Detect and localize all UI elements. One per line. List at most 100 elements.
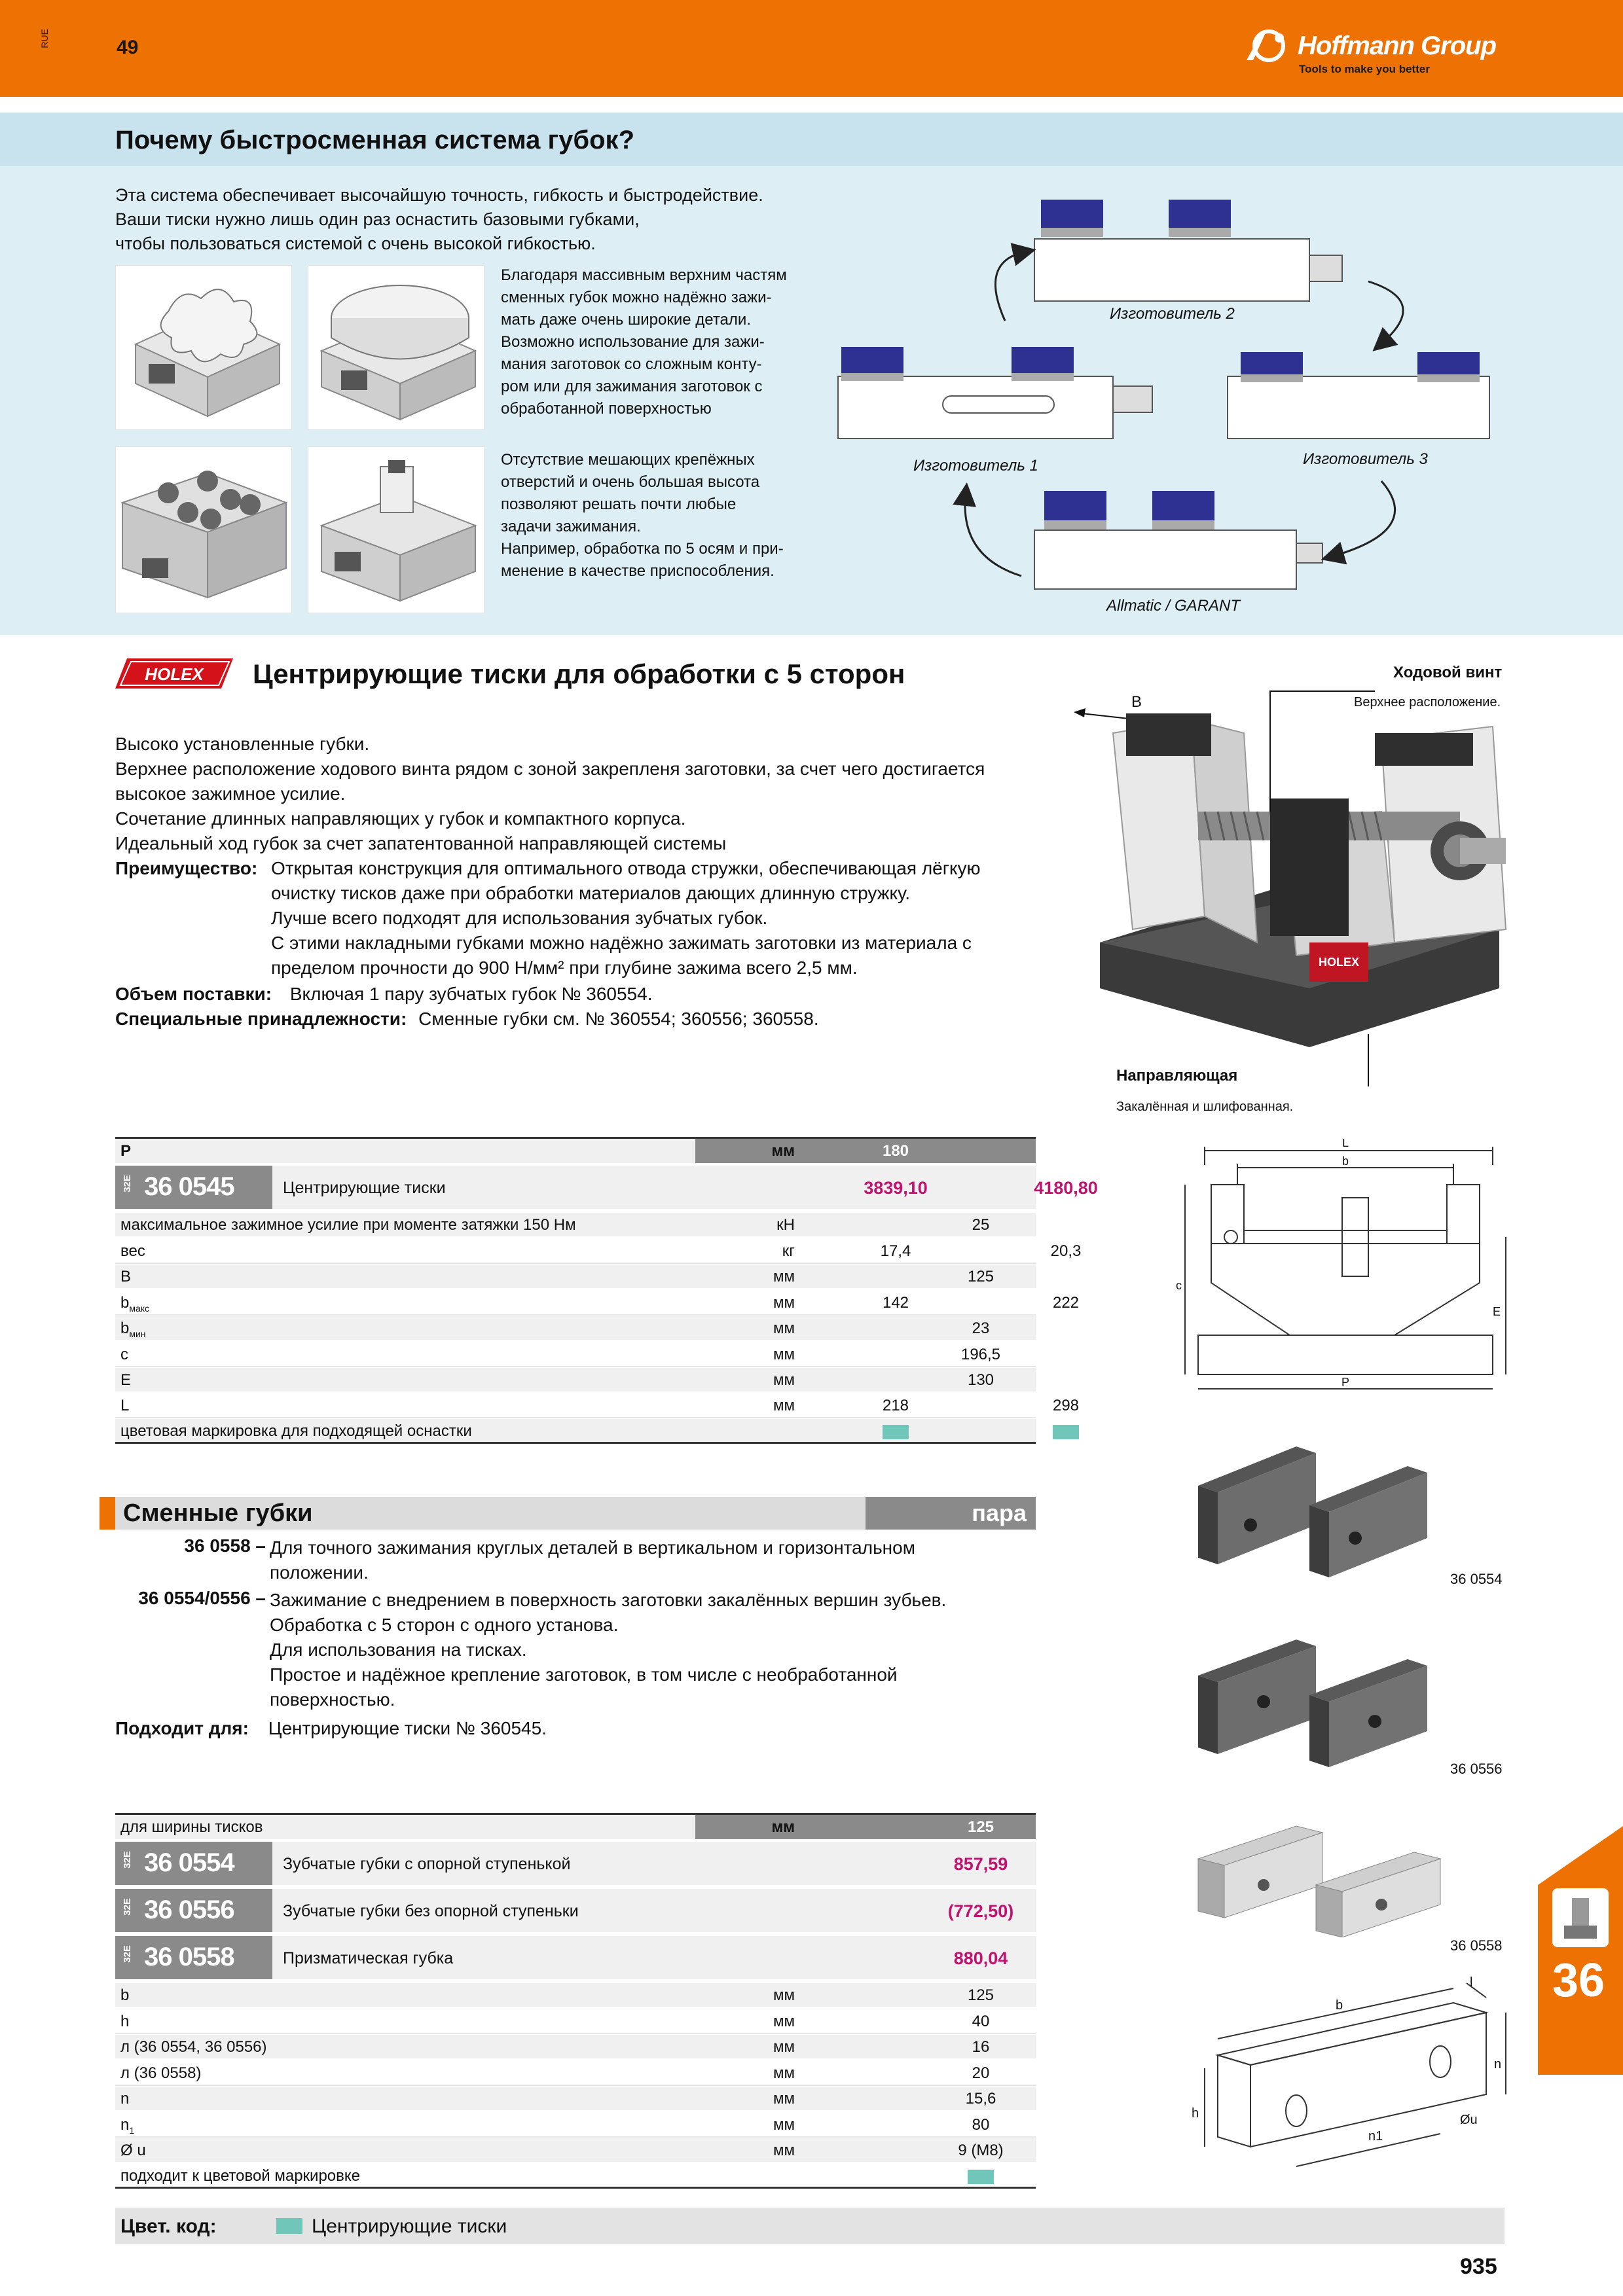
color-code-text: Центрирующие тиски (312, 2215, 507, 2237)
svg-text:b: b (1342, 1155, 1349, 1168)
article-row-360545[interactable]: 32E 36 0545 Центрирующие тиски 3839,10 4… (115, 1166, 1098, 1210)
advantage-text: Открытая конструкция для оптимального от… (271, 858, 981, 978)
svg-text:HOLEX: HOLEX (145, 664, 204, 684)
brand-tagline: Tools to make you better (1299, 63, 1430, 75)
article-row-360558[interactable]: 32E 36 0558 Призматическая губка 880,04 (115, 1936, 1036, 1981)
jaw-code: 36 0558 – (184, 1535, 266, 1556)
arrow-icon (994, 243, 1036, 321)
arrow-icon (1321, 480, 1396, 565)
svg-text:P: P (1341, 1376, 1349, 1389)
vise-maker-3-icon (1227, 352, 1490, 439)
advantage-label: Преимущество: (115, 858, 258, 878)
article-number: 36 0554 (144, 1848, 235, 1877)
vise-compatibility-diagram (837, 200, 1490, 590)
table2-header: для ширины тисков мм 125 (115, 1813, 1036, 1839)
spec-row: л (36 0554, 36 0556) мм 16 (115, 2035, 1036, 2060)
color-swatch (1053, 1424, 1079, 1439)
color-code-label: Цвет. код: (120, 2215, 217, 2237)
intro-note-no-holes: Отсутствие мешающих крепёжных отверстий … (501, 451, 784, 580)
color-code-row: подходит к цветовой маркировке (115, 2164, 1036, 2189)
spec-row: bмакс мм 142 222 (115, 1291, 1079, 1316)
svg-text:c: c (1176, 1279, 1182, 1292)
jaw-photo-multi (115, 446, 292, 613)
callout-lead-screw-note: Верхнее расположение. (1354, 695, 1501, 709)
vise-allmatic-garant-icon (1034, 491, 1323, 590)
svg-text:n1: n1 (1368, 2129, 1383, 2144)
article-name: Зубчатые губки без опорной ступеньки (283, 1902, 579, 1920)
chapter-number: 36 (1552, 1954, 1605, 2007)
intro-note-top-parts: Благодаря массивным верхним частям сменн… (501, 266, 787, 418)
article-name: Центрирующие тиски (283, 1179, 446, 1197)
svg-text:B: B (1131, 693, 1142, 711)
vise-technical-drawing: L b c E P (1176, 1139, 1506, 1390)
article-number: 36 0545 (144, 1172, 235, 1201)
spec-row: E мм 130 (115, 1368, 1036, 1393)
price: 880,04 (953, 1948, 1008, 1968)
special-accessories: Специальные принадлежности: Сменные губк… (115, 1009, 819, 1029)
color-code-legend: Цвет. код: Центрирующие тиски (115, 2208, 1504, 2244)
callout-lead-screw: Ходовой винт (1393, 664, 1503, 681)
jaw-photo-fixture (308, 446, 484, 613)
vise-label-maker-3: Изготовитель 3 (1303, 450, 1428, 468)
jaws-section-title: Сменные губки (123, 1499, 313, 1527)
spec-row: максимальное зажимное усилие при моменте… (115, 1213, 1036, 1238)
spec-row: Ø u мм 9 (M8) (115, 2138, 1036, 2163)
spec-row: h мм 40 (115, 2009, 1036, 2034)
brand-name: Hoffmann Group (1298, 31, 1497, 60)
spec-row: вес кг 17,4 20,3 (115, 1239, 1081, 1264)
article-name: Призматическая губка (283, 1949, 454, 1967)
jaw-description: Зажимание с внедрением в поверхность заг… (270, 1590, 947, 1710)
spec-row: n мм 15,6 (115, 2087, 1036, 2111)
scope-of-delivery: Объем поставки: Включая 1 пару зубчатых … (115, 984, 653, 1004)
spec-row: B мм 125 (115, 1265, 1036, 1289)
spec-row: b мм 125 (115, 1983, 1036, 2008)
centering-vise-photo: B HOLEX (1074, 693, 1507, 1047)
fits-for: Подходит для: Центрирующие тиски № 36054… (115, 1718, 547, 1738)
jaw-photo-360558 (1197, 1825, 1442, 1937)
holex-logo: HOLEX (115, 658, 233, 689)
article-row-360556[interactable]: 32E 36 0556 Зубчатые губки без опорной с… (115, 1889, 1036, 1933)
spec-row: bмин мм 23 (115, 1316, 1036, 1341)
svg-text:h: h (1192, 2106, 1199, 2121)
price: 4180,80 (1034, 1178, 1098, 1198)
svg-text:HOLEX: HOLEX (1319, 956, 1359, 969)
table1-header: P мм 180 260 (115, 1137, 1079, 1163)
brand-logo: Hoffmann Group Tools to make you better (1244, 25, 1506, 77)
spec-row: L мм 218 298 (115, 1393, 1079, 1418)
vise-label-maker-1: Изготовитель 1 (913, 457, 1038, 475)
chapter-side-tab[interactable]: 36 (1538, 1826, 1623, 2075)
article-row-360554[interactable]: 32E 36 0554 Зубчатые губки с опорной сту… (115, 1842, 1036, 1886)
price: 857,59 (953, 1854, 1008, 1874)
language-code: RUE (39, 29, 50, 48)
intro-title: Почему быстросменная система губок? (115, 126, 635, 154)
spec-row: n1 мм 80 (115, 2113, 1036, 2138)
page-number: 935 (1460, 2254, 1497, 2279)
catalog-page-number: 49 (117, 37, 139, 58)
jaw-photo-caption: 36 0554 (1450, 1571, 1503, 1587)
vise-maker-1-icon (837, 347, 1153, 439)
callout-guide: Направляющая (1116, 1067, 1238, 1085)
svg-text:b: b (1336, 1998, 1343, 2013)
article-number: 36 0556 (144, 1895, 235, 1924)
jaw-photo-disc (308, 265, 484, 430)
svg-text:n: n (1494, 2057, 1501, 2072)
jaw-photo-360554 (1198, 1446, 1427, 1577)
price: (772,50) (947, 1901, 1014, 1921)
intro-title-bar (0, 113, 1623, 166)
color-code-row: цветовая маркировка для подходящей оснас… (115, 1419, 1079, 1444)
price: 3839,10 (864, 1178, 928, 1198)
spec-row: c мм 196,5 (115, 1342, 1036, 1367)
jaw-photo-star (115, 265, 292, 430)
jaw-description: Для точного зажимания круглых деталей в … (270, 1537, 915, 1583)
article-number: 36 0558 (144, 1943, 235, 1971)
arrow-icon (1368, 280, 1404, 351)
jaw-technical-drawing: b l n h Øu n1 (1192, 1977, 1506, 2167)
color-swatch (276, 2218, 302, 2234)
jaw-photo-caption: 36 0556 (1450, 1761, 1503, 1777)
jaws-unit-pair: пара (972, 1499, 1027, 1526)
callout-lines (1269, 691, 1375, 1086)
svg-text:L: L (1342, 1139, 1349, 1149)
svg-text:l: l (1470, 1977, 1472, 1990)
jaws-section-bar: Сменные губки пара (100, 1497, 1036, 1530)
jaw-photo-360556 (1198, 1640, 1427, 1767)
